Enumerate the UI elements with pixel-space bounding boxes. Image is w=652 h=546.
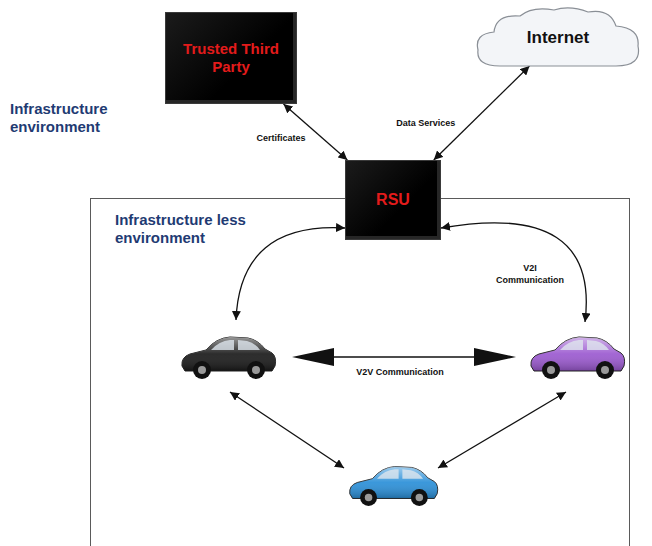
link-type-label: V2V Communication: [355, 366, 445, 378]
internet-cloud: Internet: [470, 4, 646, 72]
v2i-arrow: [236, 228, 345, 320]
node-body: Infrastructure less environment: [91, 199, 247, 247]
link-type-label: V2I Communication: [494, 262, 566, 286]
entity-box: Trusted Third Party: [165, 12, 297, 104]
node-label: RSU: [376, 191, 410, 209]
node-body: Trusted Third Party: [166, 13, 296, 103]
v2i-arrow: [441, 223, 586, 322]
purple-car: [531, 337, 625, 379]
v2v-arrow: [230, 392, 344, 468]
node-label: Trusted Third Party: [166, 40, 296, 76]
edge-label: Data Services: [394, 117, 457, 129]
black-car: [182, 337, 276, 379]
region-label: Infrastructure environment: [10, 100, 142, 136]
connector-arrow: [434, 66, 530, 160]
node-label: Internet: [527, 28, 589, 48]
node-body: RSU: [346, 161, 440, 239]
v2v-arrowhead: [292, 348, 334, 366]
v2v-arrowhead: [474, 348, 516, 366]
v2v-arrow: [330, 356, 478, 358]
node-body: Internet: [470, 4, 646, 72]
blue-car: [350, 467, 438, 506]
rsu-box: RSU: [345, 160, 441, 240]
v2v-arrow: [438, 392, 566, 468]
cloud-outline: [477, 8, 638, 66]
node-label: Infrastructure less environment: [115, 211, 247, 247]
edge-label: Certificates: [254, 132, 307, 144]
